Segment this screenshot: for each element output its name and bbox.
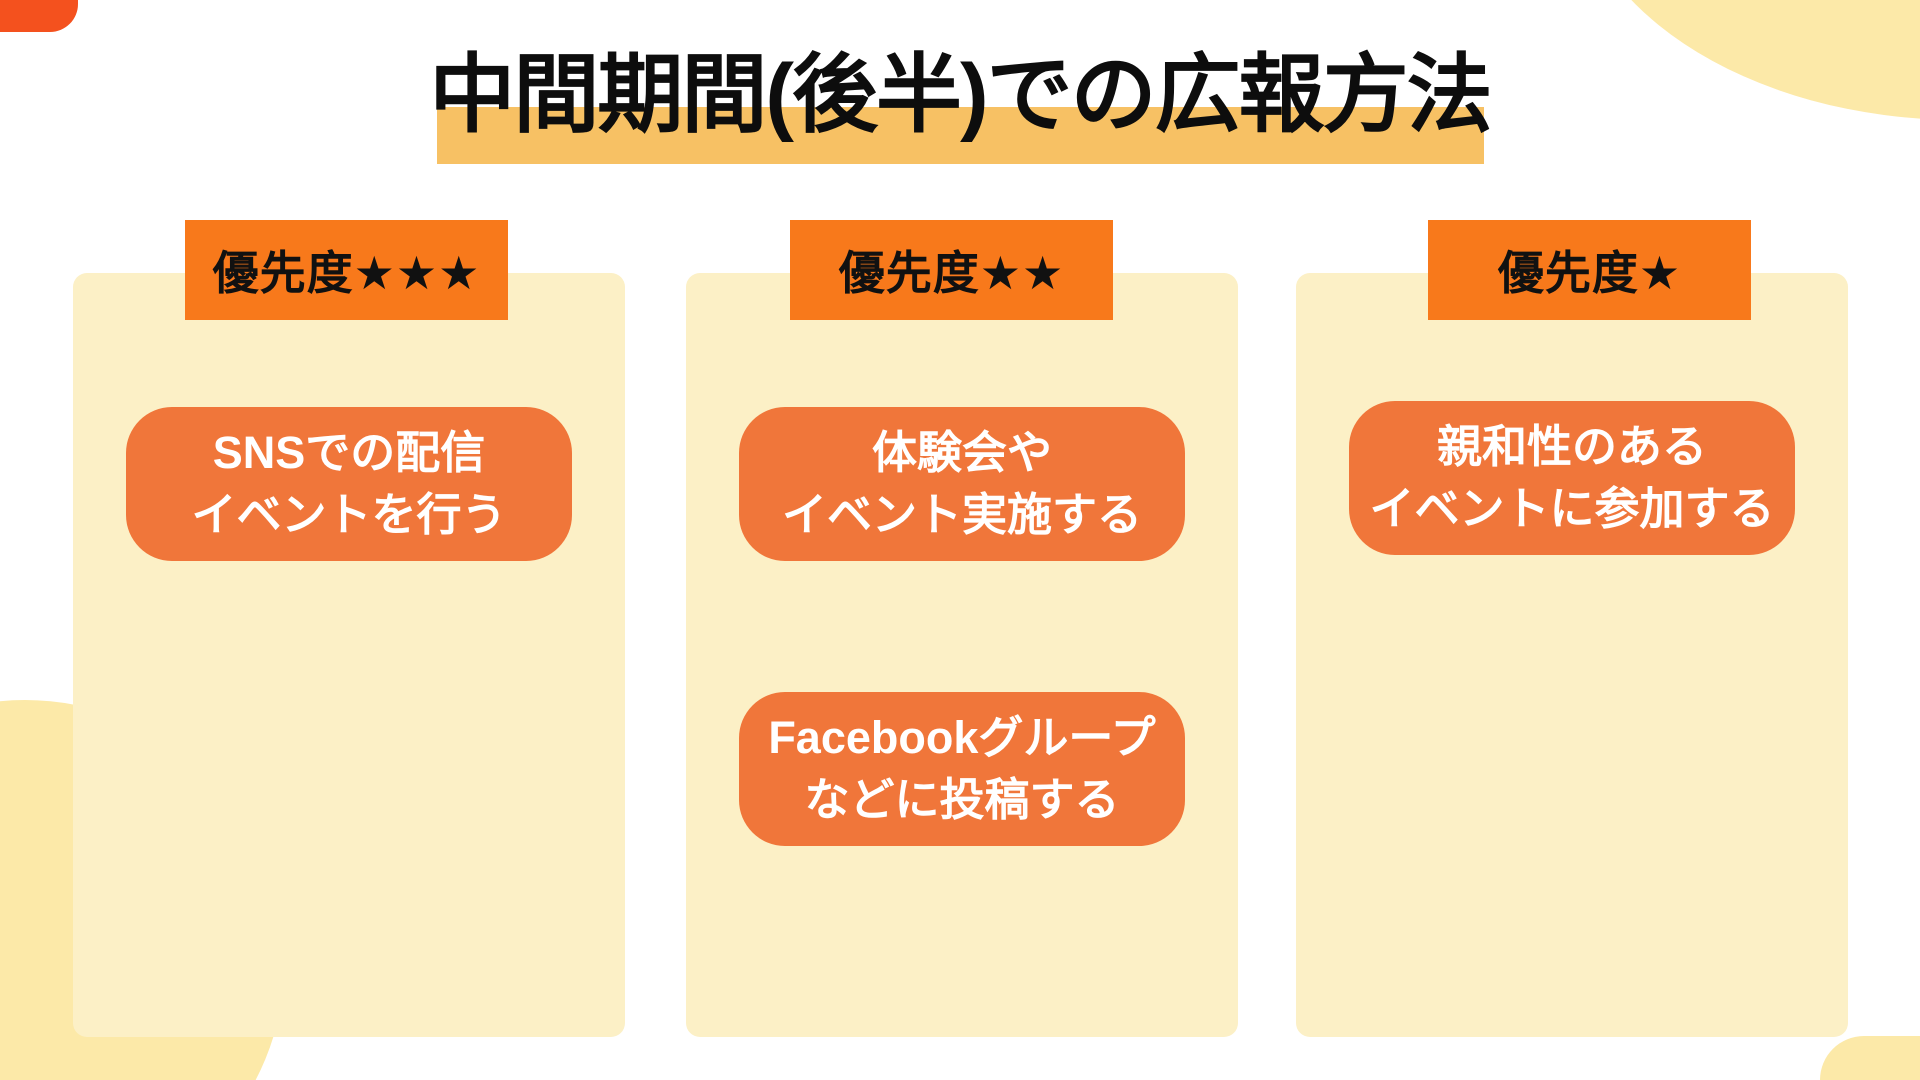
priority-badge-low: 優先度★	[1428, 220, 1751, 320]
title-highlight-band	[437, 107, 1484, 164]
method-box-line: Facebookグループ	[768, 711, 1156, 763]
method-box-line: などに投稿する	[804, 774, 1120, 825]
method-box-affinity-event: 親和性のある イベントに参加する	[1349, 401, 1795, 555]
method-box-trial-event: 体験会や イベント実施する	[739, 407, 1185, 561]
priority-column-high: 優先度★★★ SNSでの配信 イベントを行う	[73, 220, 625, 1037]
priority-badge-medium: 優先度★★	[790, 220, 1113, 320]
priority-badge-high: 優先度★★★	[185, 220, 508, 320]
method-box-line: SNSでの配信	[212, 426, 486, 478]
column-panel	[686, 273, 1238, 1037]
method-box-facebook-group: Facebookグループ などに投稿する	[739, 692, 1185, 846]
method-box-line: イベント実施する	[781, 489, 1142, 540]
page-title: 中間期間(後半)での広報方法	[429, 47, 1492, 143]
top-left-corner-decoration	[0, 0, 78, 32]
method-box-line: イベントを行う	[191, 489, 507, 540]
method-box-line: 体験会や	[871, 426, 1052, 478]
method-box-sns-event: SNSでの配信 イベントを行う	[126, 407, 572, 561]
priority-column-medium: 優先度★★ 体験会や イベント実施する Facebookグループ などに投稿する	[686, 220, 1238, 1037]
column-panel	[1296, 273, 1848, 1037]
bottom-right-corner-decoration	[1820, 1036, 1920, 1080]
method-box-line: 親和性のある	[1436, 420, 1707, 472]
method-box-line: イベントに参加する	[1369, 483, 1775, 534]
priority-column-low: 優先度★ 親和性のある イベントに参加する	[1296, 220, 1848, 1037]
column-panel	[73, 273, 625, 1037]
